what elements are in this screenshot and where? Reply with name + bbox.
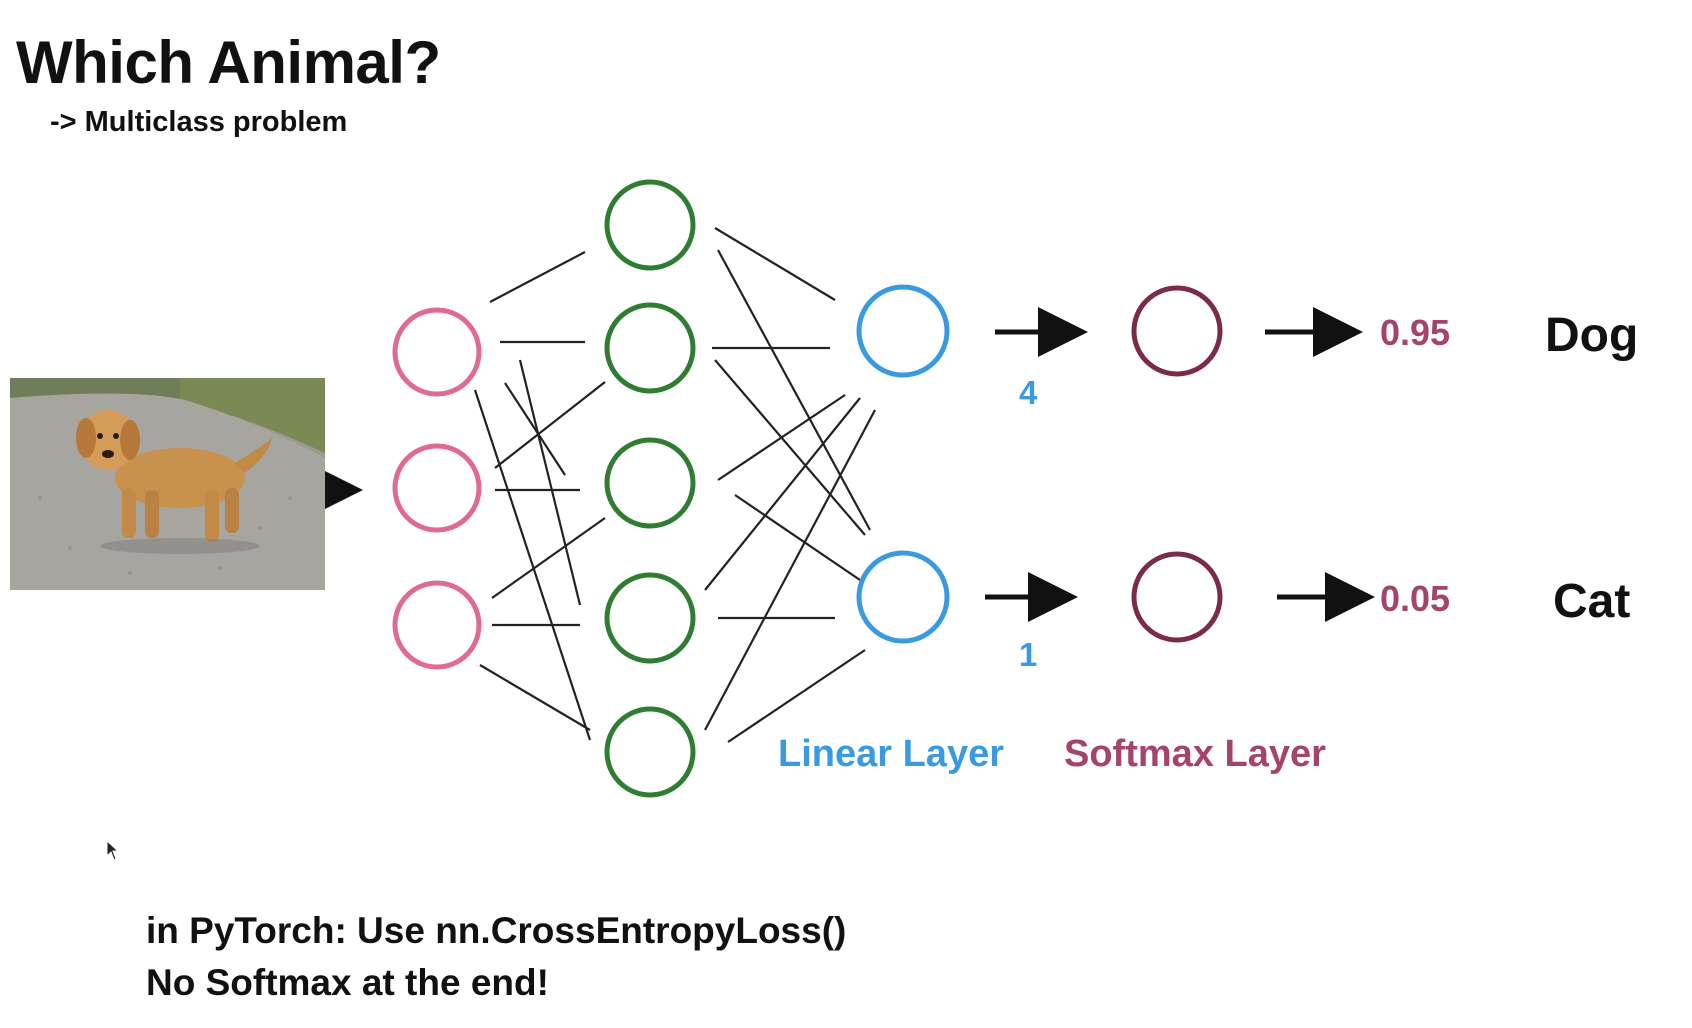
input-hidden-connections [473, 251, 606, 741]
input-node [392, 307, 482, 397]
dog-probability: 0.95 [1380, 312, 1451, 353]
cat-probability: 0.05 [1380, 578, 1451, 619]
dog-label: Dog [1545, 309, 1639, 362]
hidden-node [604, 302, 696, 394]
hidden-node [604, 572, 696, 664]
slide-subtitle: -> Multiclass problem [50, 106, 348, 138]
mouse-cursor-icon [106, 839, 120, 867]
cat-count: 1 [1019, 636, 1038, 673]
linear-node [856, 550, 950, 644]
linear-node [856, 284, 950, 378]
softmax-node [1131, 551, 1223, 643]
softmax-layer-label: Softmax Layer [1064, 733, 1326, 775]
cat-label: Cat [1553, 575, 1631, 628]
linear-layer-label: Linear Layer [778, 733, 1004, 775]
hidden-node [604, 179, 696, 271]
puppy-photo [10, 378, 325, 590]
note-line-2: No Softmax at the end! [146, 962, 549, 1003]
hidden-node [604, 706, 696, 798]
dog-count: 4 [1019, 374, 1038, 411]
slide-title: Which Animal? [16, 29, 441, 96]
hidden-linear-connections [704, 227, 876, 743]
input-node [392, 580, 482, 670]
softmax-node [1131, 285, 1223, 377]
note-line-1: in PyTorch: Use nn.CrossEntropyLoss() [146, 910, 847, 951]
input-node [392, 443, 482, 533]
hidden-node [604, 437, 696, 529]
